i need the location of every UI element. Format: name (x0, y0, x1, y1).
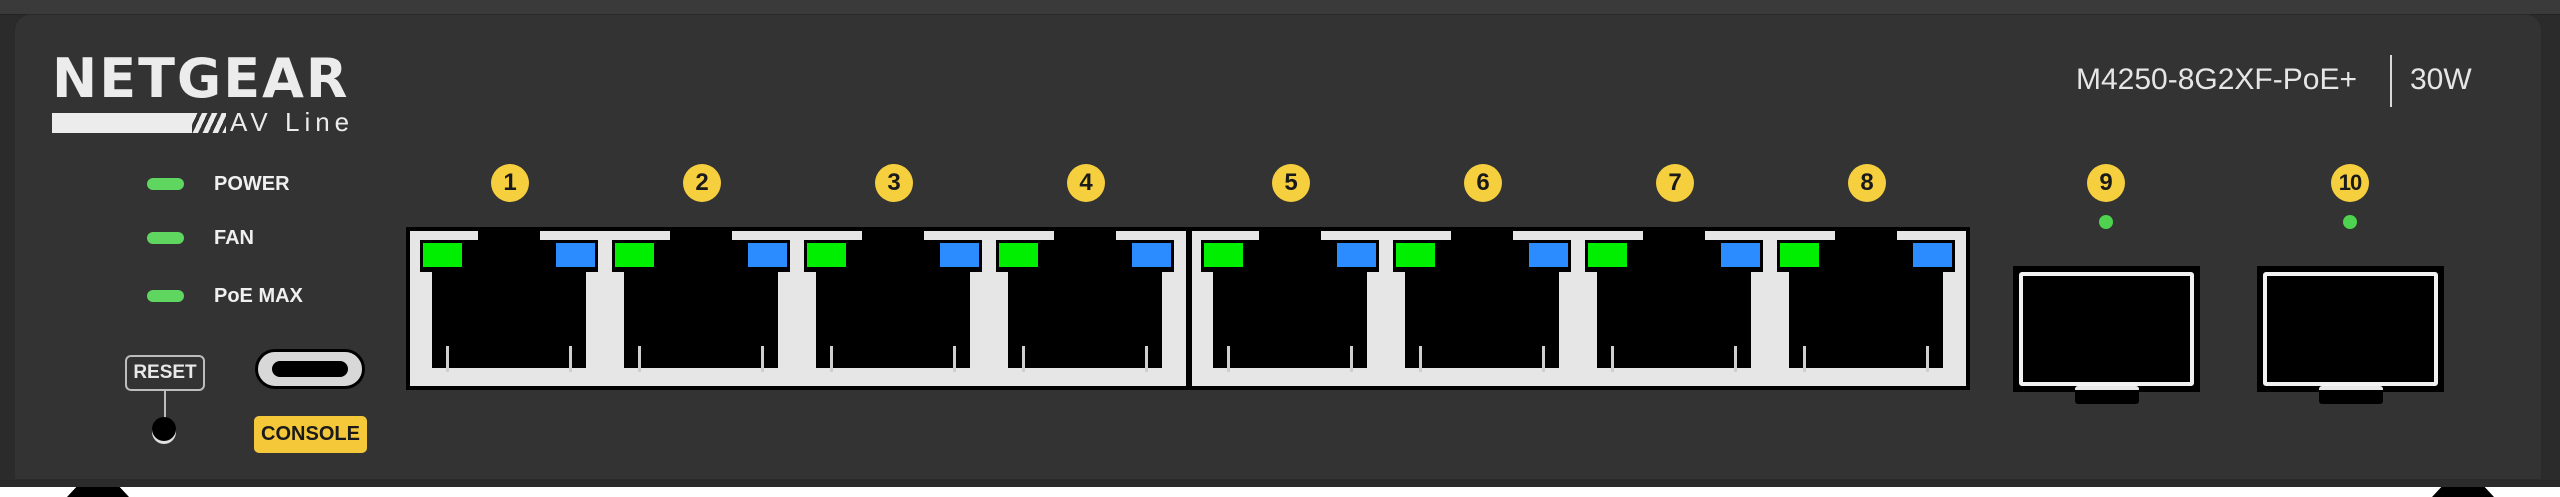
jack-clip (638, 346, 641, 372)
logo-bar (52, 113, 192, 133)
rj45-port-6[interactable] (1393, 230, 1571, 372)
reset-label: RESET (125, 355, 205, 391)
jack-opening (432, 270, 586, 372)
port-6-number-badge: 6 (1464, 164, 1502, 202)
brand-logo: NETGEAR (52, 47, 350, 110)
sfp-cage (2019, 272, 2194, 386)
jack-clip (953, 346, 956, 372)
poe-led-icon (940, 243, 979, 267)
jack-clip (1227, 346, 1230, 372)
link-led-icon (999, 243, 1038, 267)
jack-clip (1926, 346, 1929, 372)
sfp-latch (2075, 386, 2139, 404)
link-led-icon (1204, 243, 1243, 267)
jack-clip (1022, 346, 1025, 372)
poe-led-icon (1913, 243, 1952, 267)
poe-led-icon (1721, 243, 1760, 267)
left-foot (67, 487, 129, 497)
model-divider (2390, 55, 2392, 107)
jack-opening (1213, 270, 1367, 372)
jack-clip (569, 346, 572, 372)
rj45-port-1[interactable] (420, 230, 598, 372)
port-3-number-badge: 3 (875, 164, 913, 202)
jack-clip (1145, 346, 1148, 372)
jack-header (1201, 240, 1379, 272)
jack-header (1585, 240, 1763, 272)
usb-c-console-port[interactable] (255, 349, 365, 389)
jack-opening (1597, 270, 1751, 372)
jack-header (996, 240, 1174, 272)
jack-header (1393, 240, 1571, 272)
console-label: CONSOLE (254, 416, 367, 453)
sfp-port-10[interactable] (2257, 266, 2444, 404)
port-4-number-badge: 4 (1067, 164, 1105, 202)
jack-clip (830, 346, 833, 372)
jack-opening (624, 270, 778, 372)
sfp-10-led-icon (2343, 215, 2357, 229)
poe-led-icon (1132, 243, 1171, 267)
sfp-latch (2319, 386, 2383, 404)
sfp-cage (2263, 272, 2438, 386)
jack-clip (1419, 346, 1422, 372)
link-led-icon (615, 243, 654, 267)
reset-leader-line (164, 391, 166, 419)
poe-led-icon (1529, 243, 1568, 267)
rj45-port-2[interactable] (612, 230, 790, 372)
reset-button[interactable] (152, 417, 176, 441)
link-led-icon (1396, 243, 1435, 267)
rj45-port-5[interactable] (1201, 230, 1379, 372)
rj45-port-3[interactable] (804, 230, 982, 372)
rj45-port-7[interactable] (1585, 230, 1763, 372)
jack-header (1777, 240, 1955, 272)
sfp-9-led-icon (2099, 215, 2113, 229)
jack-opening (1789, 270, 1943, 372)
jack-header (420, 240, 598, 272)
poe-led-icon (748, 243, 787, 267)
model-number: M4250-8G2XF-PoE+ (2076, 63, 2357, 96)
link-led-icon (807, 243, 846, 267)
port-10-number-badge: 10 (2331, 164, 2369, 202)
port-5-number-badge: 5 (1272, 164, 1310, 202)
product-line: AV Line (230, 107, 355, 137)
port-1-number-badge: 1 (491, 164, 529, 202)
link-led-icon (423, 243, 462, 267)
chassis-top-edge (0, 0, 2560, 15)
jack-clip (1803, 346, 1806, 372)
power-led-icon (147, 178, 184, 190)
usb-c-slot (272, 361, 348, 377)
poe-led-icon (556, 243, 595, 267)
jack-clip (761, 346, 764, 372)
fan-led-label: FAN (214, 227, 254, 249)
fan-led-icon (147, 232, 184, 244)
switch-chassis: NETGEAR AV Line M4250-8G2XF-PoE+ 30W POW… (0, 0, 2560, 487)
jack-clip (1350, 346, 1353, 372)
sfp-port-9[interactable] (2013, 266, 2200, 404)
jack-clip (1542, 346, 1545, 372)
port-9-number-badge: 9 (2087, 164, 2125, 202)
rj45-port-4[interactable] (996, 230, 1174, 372)
jack-clip (1611, 346, 1614, 372)
link-led-icon (1588, 243, 1627, 267)
jack-opening (1405, 270, 1559, 372)
jack-opening (1008, 270, 1162, 372)
jack-header (612, 240, 790, 272)
poe-max-led-icon (147, 290, 184, 302)
rj45-port-8[interactable] (1777, 230, 1955, 372)
port-2-number-badge: 2 (683, 164, 721, 202)
poe-led-icon (1337, 243, 1376, 267)
poe-budget: 30W (2410, 63, 2472, 96)
right-foot (2432, 487, 2494, 497)
poe-max-led-label: PoE MAX (214, 285, 303, 307)
port-8-number-badge: 8 (1848, 164, 1886, 202)
jack-clip (446, 346, 449, 372)
jack-clip (1734, 346, 1737, 372)
port-7-number-badge: 7 (1656, 164, 1694, 202)
jack-header (804, 240, 982, 272)
logo-slashes (192, 113, 226, 133)
power-led-label: POWER (214, 173, 290, 195)
jack-opening (816, 270, 970, 372)
link-led-icon (1780, 243, 1819, 267)
